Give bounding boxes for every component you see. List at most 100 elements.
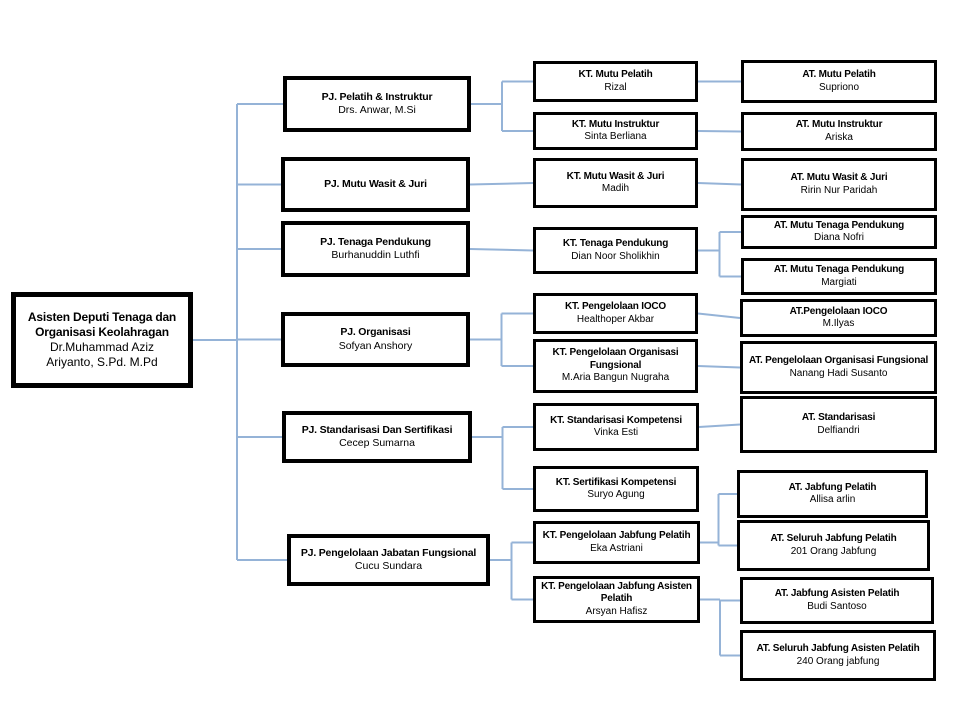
org-box-name: Sofyan Anshory xyxy=(338,339,413,352)
org-box-title: KT. Pengelolaan Jabfung Pelatih xyxy=(542,530,691,541)
org-box-content: PJ. Pelatih & Instruktur Drs. Anwar, M.S… xyxy=(290,91,464,117)
org-box-at-mutu-instruktur: AT. Mutu Instruktur Ariska xyxy=(741,112,937,151)
org-box-title: AT.Pengelolaan IOCO xyxy=(789,305,888,317)
org-box-title: KT. Tenaga Pendukung xyxy=(562,238,669,249)
org-box-title: KT. Standarisasi Kompetensi xyxy=(550,414,682,426)
org-box-content: KT. Pengelolaan Jabfung Pelatih Eka Astr… xyxy=(539,530,694,555)
org-box-content: AT. Seluruh Jabfung Pelatih 201 Orang Ja… xyxy=(743,533,924,558)
org-box-pj-organisasi: PJ. Organisasi Sofyan Anshory xyxy=(281,312,470,367)
org-box-name: 201 Orang Jabfung xyxy=(790,545,877,557)
org-box-title: AT. Standarisasi xyxy=(801,412,876,423)
org-box-name: Ririn Nur Paridah xyxy=(800,184,878,196)
org-box-name: Dian Noor Sholikhin xyxy=(571,250,660,262)
org-box-title: PJ. Standarisasi Dan Sertifikasi xyxy=(301,423,453,436)
org-box-content: KT. Standarisasi Kompetensi Vinka Esti xyxy=(539,415,693,440)
org-box-title: KT. Mutu Wasit & Juri xyxy=(566,170,665,182)
org-box-name: Burhanuddin Luthfi xyxy=(331,249,420,261)
org-box-title: AT. Pengelolaan Organisasi Fungsional xyxy=(748,355,929,366)
org-box-at-jabfung-asisten-pelatih: AT. Jabfung Asisten Pelatih Budi Santoso xyxy=(740,577,934,624)
org-box-at-mutu-wasit-juri: AT. Mutu Wasit & Juri Ririn Nur Paridah xyxy=(741,158,937,211)
org-box-pj-mutu-wasit-juri: PJ. Mutu Wasit & Juri xyxy=(281,157,470,212)
org-box-name: M.Aria Bangun Nugraha xyxy=(561,372,670,384)
org-box-at-seluruh-jabfung-pelatih: AT. Seluruh Jabfung Pelatih 201 Orang Ja… xyxy=(737,520,930,571)
org-box-title: AT. Mutu Pelatih xyxy=(802,69,876,80)
org-box-title: KT. Pengelolaan Jabfung Asisten Pelatih xyxy=(541,580,692,605)
org-box-content: AT. Mutu Wasit & Juri Ririn Nur Paridah xyxy=(747,172,931,197)
org-box-kt-pengelolaan-ioco: KT. Pengelolaan IOCO Healthoper Akbar xyxy=(533,293,698,334)
org-box-kt-sertifikasi-kompetensi: KT. Sertifikasi Kompetensi Suryo Agung xyxy=(533,466,699,512)
org-box-title: PJ. Pelatih & Instruktur xyxy=(321,90,433,103)
org-box-content: KT. Pengelolaan Organisasi Fungsional M.… xyxy=(539,347,692,385)
org-box-title: AT. Mutu Wasit & Juri xyxy=(790,172,888,183)
org-box-name: Healthoper Akbar xyxy=(576,313,655,325)
org-box-content: KT. Mutu Instruktur Sinta Berliana xyxy=(539,119,692,144)
org-box-kt-mutu-instruktur: KT. Mutu Instruktur Sinta Berliana xyxy=(533,112,698,150)
org-box-title: AT. Jabfung Asisten Pelatih xyxy=(774,588,900,599)
org-box-kt-mutu-pelatih: KT. Mutu Pelatih Rizal xyxy=(533,61,698,102)
org-box-pj-jabatan-fungsional: PJ. Pengelolaan Jabatan Fungsional Cucu … xyxy=(287,534,490,586)
org-box-at-jabfung-pelatih: AT. Jabfung Pelatih Allisa arlin xyxy=(737,470,928,518)
org-box-title: AT. Mutu Instruktur xyxy=(795,119,883,130)
org-box-name: Allisa arlin xyxy=(809,494,856,505)
org-box-content: KT. Tenaga Pendukung Dian Noor Sholikhin xyxy=(539,238,692,263)
org-box-title: PJ. Organisasi xyxy=(340,326,411,339)
org-box-name: Diana Nofri xyxy=(813,232,865,243)
org-box-at-standarisasi: AT. Standarisasi Delfiandri xyxy=(740,396,937,453)
org-box-content: AT. Jabfung Pelatih Allisa arlin xyxy=(743,482,922,507)
org-box-title: AT. Mutu Tenaga Pendukung xyxy=(773,219,905,231)
org-box-content: AT.Pengelolaan IOCO M.Ilyas xyxy=(746,306,931,331)
org-box-kt-mutu-wasit-juri: KT. Mutu Wasit & Juri Madih xyxy=(533,158,698,208)
org-box-name: Rizal xyxy=(604,81,627,93)
org-box-name: Delfiandri xyxy=(817,424,860,436)
org-box-pj-standarisasi-sertifikasi: PJ. Standarisasi Dan Sertifikasi Cecep S… xyxy=(282,411,472,463)
org-box-name: Sinta Berliana xyxy=(584,131,647,142)
org-box-name: M.Ilyas xyxy=(822,318,855,329)
org-box-content: AT. Seluruh Jabfung Asisten Pelatih 240 … xyxy=(746,643,930,668)
org-box-content: AT. Pengelolaan Organisasi Fungsional Na… xyxy=(746,355,931,380)
org-box-content: KT. Sertifikasi Kompetensi Suryo Agung xyxy=(539,477,693,502)
org-box-name: Vinka Esti xyxy=(593,427,639,438)
org-box-content: PJ. Organisasi Sofyan Anshory xyxy=(288,326,463,352)
org-box-title: KT. Pengelolaan Organisasi Fungsional xyxy=(552,347,679,371)
org-box-name: Dr.Muhammad Aziz xyxy=(49,340,155,354)
org-box-kt-jabfung-pelatih: KT. Pengelolaan Jabfung Pelatih Eka Astr… xyxy=(533,521,700,564)
org-box-pj-pelatih-instruktur: PJ. Pelatih & Instruktur Drs. Anwar, M.S… xyxy=(283,76,471,132)
org-box-at-mutu-pelatih: AT. Mutu Pelatih Supriono xyxy=(741,60,937,103)
org-box-name: Margiati xyxy=(821,276,857,288)
org-box-at-pengelolaan-ioco: AT.Pengelolaan IOCO M.Ilyas xyxy=(740,299,937,337)
org-box-kt-pengelolaan-organisasi-fungsional: KT. Pengelolaan Organisasi Fungsional M.… xyxy=(533,339,698,393)
org-box-title: AT. Seluruh Jabfung Asisten Pelatih xyxy=(756,643,920,654)
org-box-kt-jabfung-asisten-pelatih: KT. Pengelolaan Jabfung Asisten Pelatih … xyxy=(533,576,700,623)
org-box-content: PJ. Pengelolaan Jabatan Fungsional Cucu … xyxy=(294,547,483,573)
org-box-name: Arsyan Hafisz xyxy=(585,605,648,617)
org-box-name: Madih xyxy=(601,183,630,194)
org-box-name: Ariska xyxy=(825,131,853,143)
org-box-root: Asisten Deputi Tenaga dan Organisasi Keo… xyxy=(11,292,193,388)
org-box-title: AT. Mutu Tenaga Pendukung xyxy=(773,264,905,275)
org-box-content: AT. Mutu Instruktur Ariska xyxy=(747,119,931,144)
org-box-title: KT. Pengelolaan IOCO xyxy=(564,301,667,312)
org-box-title: KT. Mutu Instruktur xyxy=(571,118,660,130)
org-box-pj-tenaga-pendukung: PJ. Tenaga Pendukung Burhanuddin Luthfi xyxy=(281,221,470,277)
org-box-name-line2: Ariyanto, S.Pd. M.Pd xyxy=(46,355,158,369)
org-box-kt-tenaga-pendukung: KT. Tenaga Pendukung Dian Noor Sholikhin xyxy=(533,227,698,274)
org-box-name: Cucu Sundara xyxy=(354,560,423,572)
org-box-title: KT. Sertifikasi Kompetensi xyxy=(555,476,677,488)
org-box-content: AT. Mutu Pelatih Supriono xyxy=(747,69,931,94)
org-box-title: PJ. Mutu Wasit & Juri xyxy=(324,177,427,190)
org-box-content: Asisten Deputi Tenaga dan Organisasi Keo… xyxy=(19,310,185,370)
org-box-at-pengelolaan-organisasi-fungsional: AT. Pengelolaan Organisasi Fungsional Na… xyxy=(740,341,937,394)
org-box-name: Nanang Hadi Susanto xyxy=(789,367,888,379)
org-box-at-seluruh-jabfung-asisten-pelatih: AT. Seluruh Jabfung Asisten Pelatih 240 … xyxy=(740,630,936,681)
org-box-name: Cecep Sumarna xyxy=(339,437,415,449)
org-box-title: AT. Jabfung Pelatih xyxy=(788,481,877,493)
org-box-content: PJ. Tenaga Pendukung Burhanuddin Luthfi xyxy=(288,236,463,262)
org-box-name: Suryo Agung xyxy=(587,489,645,500)
org-box-at-mutu-tenaga-pendukung-2: AT. Mutu Tenaga Pendukung Margiati xyxy=(741,258,937,295)
org-box-content: KT. Pengelolaan IOCO Healthoper Akbar xyxy=(539,301,692,326)
org-box-content: KT. Mutu Wasit & Juri Madih xyxy=(539,171,692,196)
org-box-content: AT. Mutu Tenaga Pendukung Margiati xyxy=(747,264,931,289)
org-box-title: PJ. Pengelolaan Jabatan Fungsional xyxy=(300,546,477,559)
